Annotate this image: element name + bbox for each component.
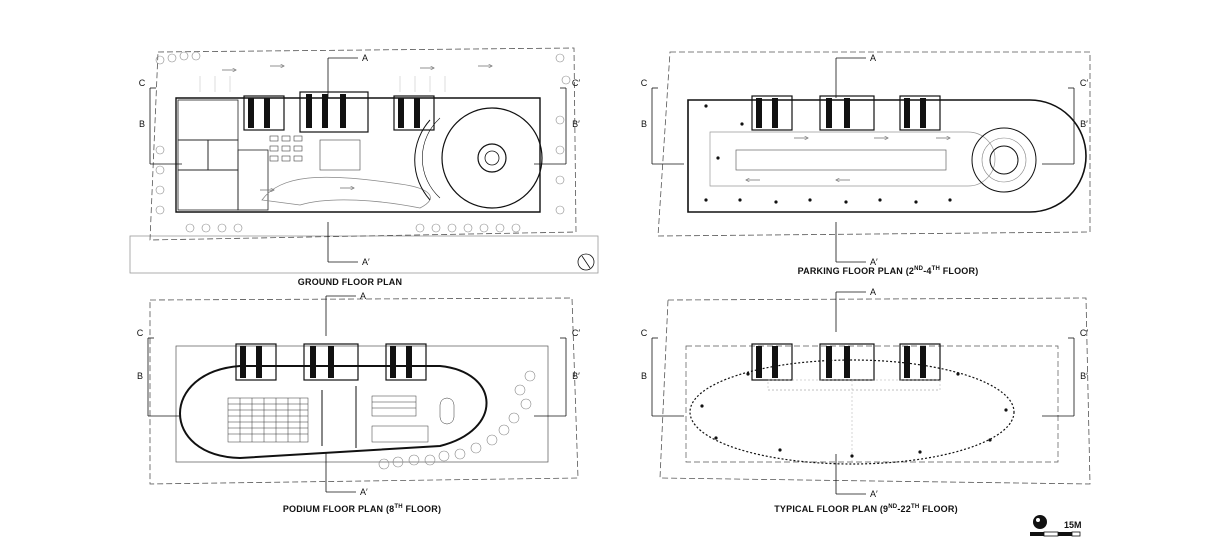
podium-auditorium-seats: [227, 397, 309, 443]
north-arrow-icon: [577, 253, 595, 271]
caption-typical: TYPICAL FLOOR PLAN (9ND-22TH FLOOR): [774, 504, 958, 514]
scale-label: 15M: [1064, 520, 1082, 530]
ground-lobby-tables: [269, 135, 361, 171]
typical-floor-ellipse: [689, 359, 1015, 465]
podium-plinth: [175, 345, 549, 463]
parking-ramp: [971, 127, 1037, 193]
podium-section-c-left-label: C: [137, 328, 144, 338]
podium-section-b-left-label: B: [137, 371, 143, 381]
typical-cores: [751, 343, 941, 381]
ground-section-b-left-label: B: [139, 119, 145, 129]
typical-section-a-top-label: A: [870, 287, 876, 297]
typical-section-c-left-label: C: [641, 328, 648, 338]
parking-floor-plan: [657, 51, 1091, 237]
ground-section-c-left-label: C: [139, 78, 146, 88]
ground-spiral-ramp: [414, 107, 543, 209]
typical-section-c-right-label: C′: [1080, 328, 1088, 338]
section-markers: A A′ C B C′ B′ A A′ C B C′ B′ A A′ C B C′ B′ A A′ C B C′ B′: [137, 53, 1089, 499]
ground-trees: [155, 51, 571, 233]
parking-section-c-left-label: C: [641, 78, 648, 88]
podium-building-ellipse: [179, 365, 488, 460]
site-boundary: [149, 47, 577, 241]
typical-section-b-right-label: B′: [1080, 371, 1088, 381]
parking-center-island: [735, 149, 947, 171]
typical-grid-lines: [767, 379, 941, 462]
parking-section-a-bottom-label: A′: [870, 257, 878, 267]
parking-building-outline: [687, 99, 1087, 213]
ground-left-rooms: [177, 99, 269, 211]
ground-section-c-right-label: C′: [572, 78, 580, 88]
typical-site-boundary: [659, 297, 1091, 485]
caption-parking: PARKING FLOOR PLAN (2ND-4TH FLOOR): [797, 266, 979, 276]
scale-circle-icon: [1033, 515, 1047, 529]
ground-section-a-bottom-label: A′: [362, 257, 370, 267]
podium-cores: [235, 343, 427, 381]
podium-section-a-bottom-label: A′: [360, 487, 368, 497]
podium-section-b-right-label: B′: [572, 371, 580, 381]
podium-floor-plan: [149, 297, 579, 485]
ground-flow-arrows: [222, 66, 492, 190]
podium-trees: [378, 370, 536, 470]
ground-parking-stalls: [199, 76, 446, 92]
caption-podium: PODIUM FLOOR PLAN (8TH FLOOR): [282, 504, 442, 514]
podium-section-a-top-label: A: [360, 291, 366, 301]
ground-floor-plan: [129, 47, 599, 274]
parking-section-a-top-label: A: [870, 53, 876, 63]
ground-dropoff-loop: [261, 176, 431, 209]
typical-plinth: [685, 345, 1059, 463]
scale-bar: [1030, 515, 1081, 537]
ground-section-a-top-label: A: [362, 53, 368, 63]
parking-drive-aisle: [709, 131, 996, 187]
podium-section-c-right-label: C′: [572, 328, 580, 338]
typical-section-b-left-label: B: [641, 371, 647, 381]
ground-section-b-right-label: B′: [572, 119, 580, 129]
parking-cores: [751, 95, 941, 131]
parking-site-boundary: [657, 51, 1091, 237]
parking-section-b-left-label: B: [641, 119, 647, 129]
parking-columns: [704, 104, 952, 204]
caption-ground: GROUND FLOOR PLAN: [297, 277, 403, 287]
typical-columns: [700, 372, 1008, 458]
parking-flow-arrows: [746, 138, 950, 180]
typical-section-a-bottom-label: A′: [870, 489, 878, 499]
parking-section-b-right-label: B′: [1080, 119, 1088, 129]
parking-section-c-right-label: C′: [1080, 78, 1088, 88]
typical-floor-plan: [659, 297, 1091, 485]
podium-site-boundary: [149, 297, 579, 485]
podium-classroom-desks: [371, 395, 455, 443]
ground-cores: [243, 91, 435, 133]
street-band: [129, 235, 599, 274]
